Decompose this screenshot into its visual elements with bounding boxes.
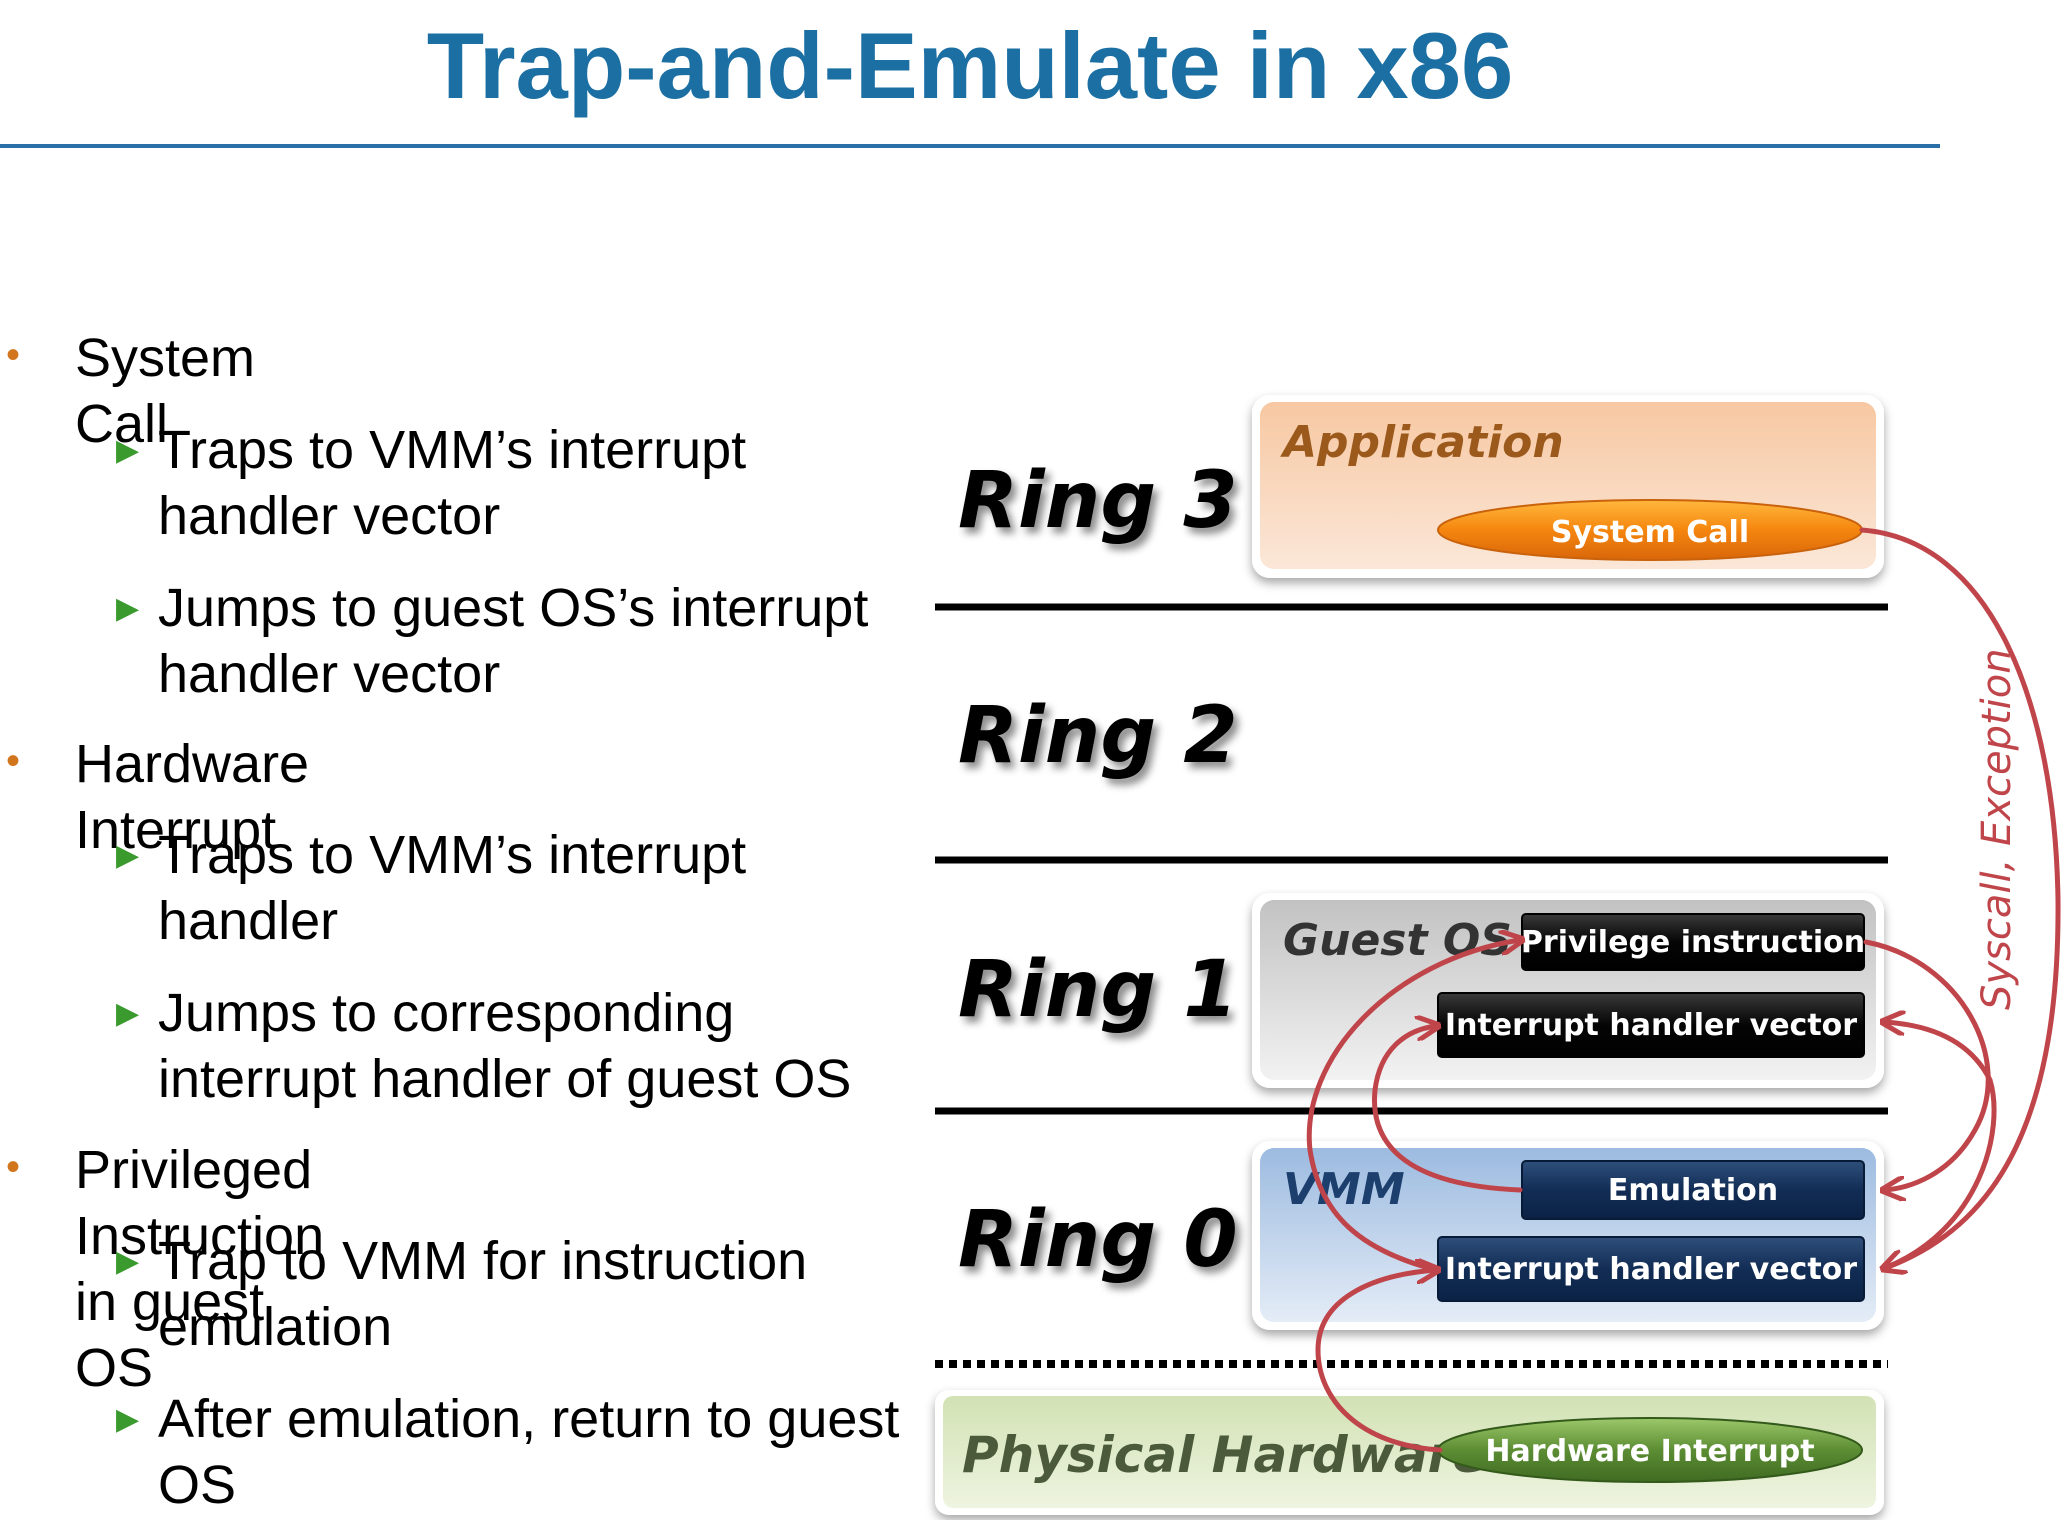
- hwint-to-vmm-arrow: [1315, 1270, 1443, 1453]
- system-call-label: System Call: [1551, 515, 1749, 550]
- vmm-label: VMM: [1283, 1164, 1405, 1215]
- sub-bullet-priv-1: Trap to VMM for instruction emulation: [158, 1231, 808, 1357]
- bullet-hardware-interrupt: Hardware Interrupt: [75, 734, 310, 860]
- vmm-to-guest-loop-arrow: [1306, 940, 1520, 1273]
- emulation-return-arrow: [1371, 1026, 1523, 1193]
- sub-bullet-arrow-icon: ▶: [116, 839, 140, 872]
- sub-bullet-arrow-icon: ▶: [116, 434, 140, 467]
- sub-bullet-arrow-icon: ▶: [116, 997, 140, 1030]
- sub-bullet-syscall-1: Traps to VMM’s interrupt handler vector: [158, 420, 747, 546]
- physical-hardware-label: Physical Hardware: [962, 1426, 1486, 1484]
- ring3-label: Ring 3: [958, 456, 1238, 546]
- syscall-arrow: [1859, 527, 2061, 1268]
- guest-os-label: Guest OS: [1283, 915, 1512, 966]
- sub-bullet-priv-2: After emulation, return to guest OS: [158, 1389, 900, 1515]
- ring1-label: Ring 1: [958, 945, 1238, 1035]
- privilege-to-emulation-arrow: [1863, 939, 1991, 1190]
- sub-bullet-syscall-2: Jumps to guest OS’s interrupt handler ve…: [158, 578, 869, 704]
- sub-bullet-hwint-2: Jumps to corresponding interrupt handler…: [158, 983, 852, 1109]
- sub-bullet-arrow-icon: ▶: [116, 592, 140, 625]
- emulation-label: Emulation: [1608, 1173, 1778, 1208]
- vmm-interrupt-handler-label: Interrupt handler vector: [1445, 1252, 1857, 1287]
- ring2-label: Ring 2: [958, 691, 1238, 781]
- ring0-label: Ring 0: [958, 1195, 1238, 1285]
- bullet-privileged-instruction: Privileged Instruction in guest OS: [75, 1140, 325, 1398]
- sub-bullet-arrow-icon: ▶: [116, 1245, 140, 1278]
- syscall-exception-label: Syscall, Exception: [1974, 648, 2020, 1010]
- privilege-instruction-label: Privilege instruction: [1521, 925, 1865, 960]
- vmm-to-guest-arrow: [1885, 1022, 1997, 1271]
- bullet-dot-icon: •: [6, 739, 21, 783]
- bullet-dot-icon: •: [6, 333, 21, 377]
- hardware-interrupt-label: Hardware Interrupt: [1485, 1434, 1814, 1469]
- sub-bullet-arrow-icon: ▶: [116, 1403, 140, 1436]
- bullet-system-call: System Call: [75, 328, 256, 454]
- application-label: Application: [1280, 417, 1564, 468]
- guest-interrupt-handler-label: Interrupt handler vector: [1445, 1008, 1857, 1043]
- title-divider: [0, 144, 1940, 148]
- slide-title: Trap-and-Emulate in x86: [426, 13, 1514, 118]
- sub-bullet-hwint-1: Traps to VMM’s interrupt handler: [158, 825, 747, 951]
- bullet-dot-icon: •: [6, 1145, 21, 1189]
